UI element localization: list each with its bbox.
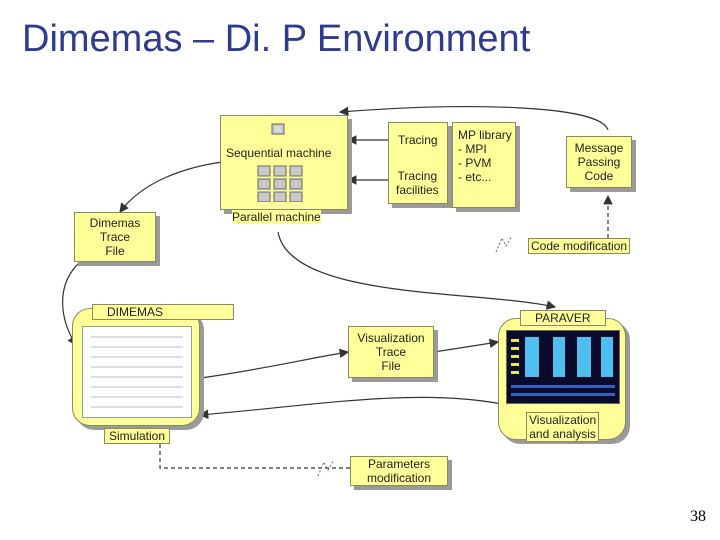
message-passing-code-box: Message Passing Code	[566, 136, 632, 188]
arrow-vtf-to-paraver	[433, 338, 500, 353]
visualization-analysis-label: Visualization and analysis	[526, 412, 600, 442]
visualization-trace-file-box: Visualization Trace File	[348, 326, 434, 378]
processor-grid-icon	[257, 123, 303, 202]
arrow-parameters-modification	[155, 430, 350, 469]
arrow-dimemas-to-vtf	[199, 348, 350, 379]
dimemas-trace-file-box: Dimemas Trace File	[74, 212, 156, 262]
paraver-screenshot	[506, 330, 620, 404]
mp-library-box: MP library - MPI - PVM - etc...	[452, 122, 516, 208]
arrow-machine-to-paraver	[277, 231, 557, 310]
dimemas-screenshot	[82, 326, 192, 418]
simulation-label: Simulation	[104, 428, 171, 444]
parallel-machine-label: Parallel machine	[232, 210, 321, 224]
slide-title: Dimemas – Di. P Environment	[22, 18, 531, 60]
dimemas-label: DIMEMAS	[92, 304, 235, 320]
arrow-code-to-machine	[338, 106, 609, 131]
code-modification-label: Code modification	[528, 238, 631, 254]
tracing-facilities-label: Tracing facilities	[396, 169, 439, 197]
tracing-label: Tracing	[398, 133, 438, 147]
cursor-icon	[495, 235, 513, 253]
arrow-paraver-to-dimemas	[198, 396, 521, 420]
page-number: 38	[690, 508, 706, 525]
paraver-label: PARAVER	[520, 310, 606, 326]
parameters-modification-box: Parameters modification	[350, 456, 448, 486]
sequential-machine-label: Sequential machine	[226, 146, 332, 160]
arrow-trace-to-dimemas	[62, 261, 81, 347]
cursor-icon	[317, 459, 335, 477]
